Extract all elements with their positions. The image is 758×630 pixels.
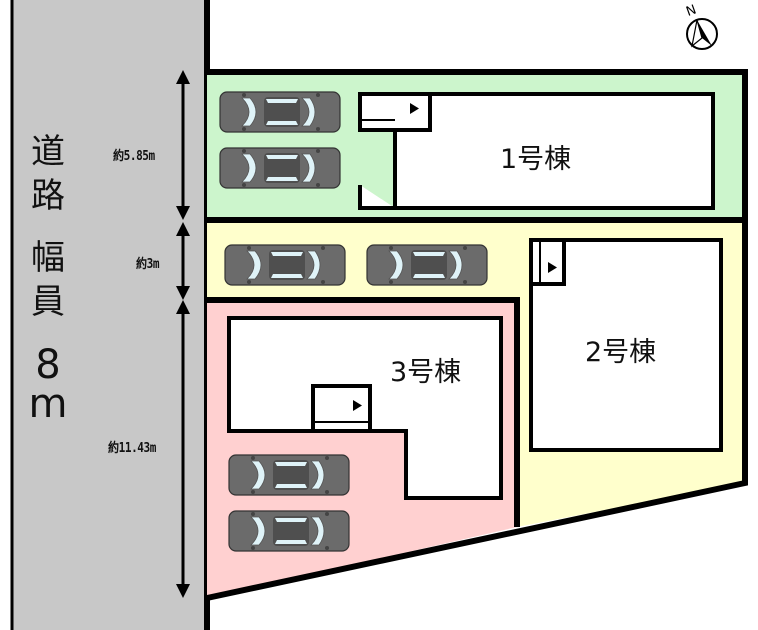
road-width-unit: m (28, 381, 68, 427)
car-icon (224, 244, 346, 286)
dimension-label-lot1: 約5.85m (113, 149, 155, 164)
play-icon (353, 400, 362, 411)
road-width-value: 8 (35, 342, 61, 388)
building-3-entry (311, 384, 372, 433)
car-icon (228, 454, 350, 496)
road-label-char: 員 (31, 282, 65, 322)
play-icon (410, 103, 419, 114)
arrow-down-icon (176, 584, 190, 598)
building-3-label: 3号棟 (390, 357, 462, 388)
road (12, 0, 208, 630)
road-label-char: 路 (31, 176, 65, 216)
compass-north-label: N (684, 2, 698, 19)
dimension-label-driveway: 約3m (136, 257, 160, 272)
road-width-label: 道 路 幅 員 8 m (14, 0, 82, 630)
car-icon (366, 244, 488, 286)
car-icon (219, 147, 341, 189)
arrow-up-icon (176, 70, 190, 84)
arrow-down-icon (176, 206, 190, 220)
lot-boundary (206, 69, 748, 601)
car-icon (228, 510, 350, 552)
road-label-char: 道 (31, 132, 65, 172)
building-1-label: 1号棟 (500, 144, 572, 175)
arrow-down-icon (176, 286, 190, 300)
play-icon (548, 262, 557, 273)
building-1-entry (358, 92, 432, 132)
building-2-entry (529, 238, 566, 286)
compass-icon (686, 18, 718, 50)
car-icon (219, 91, 341, 133)
building-2-label: 2号棟 (585, 337, 657, 368)
building-1-body (397, 96, 711, 206)
dimension-label-lot3: 約11.43m (108, 441, 156, 456)
lot-boundary (207, 297, 520, 527)
road-label-char: 幅 (31, 238, 65, 278)
arrow-up-icon (176, 222, 190, 236)
arrow-up-icon (176, 300, 190, 314)
